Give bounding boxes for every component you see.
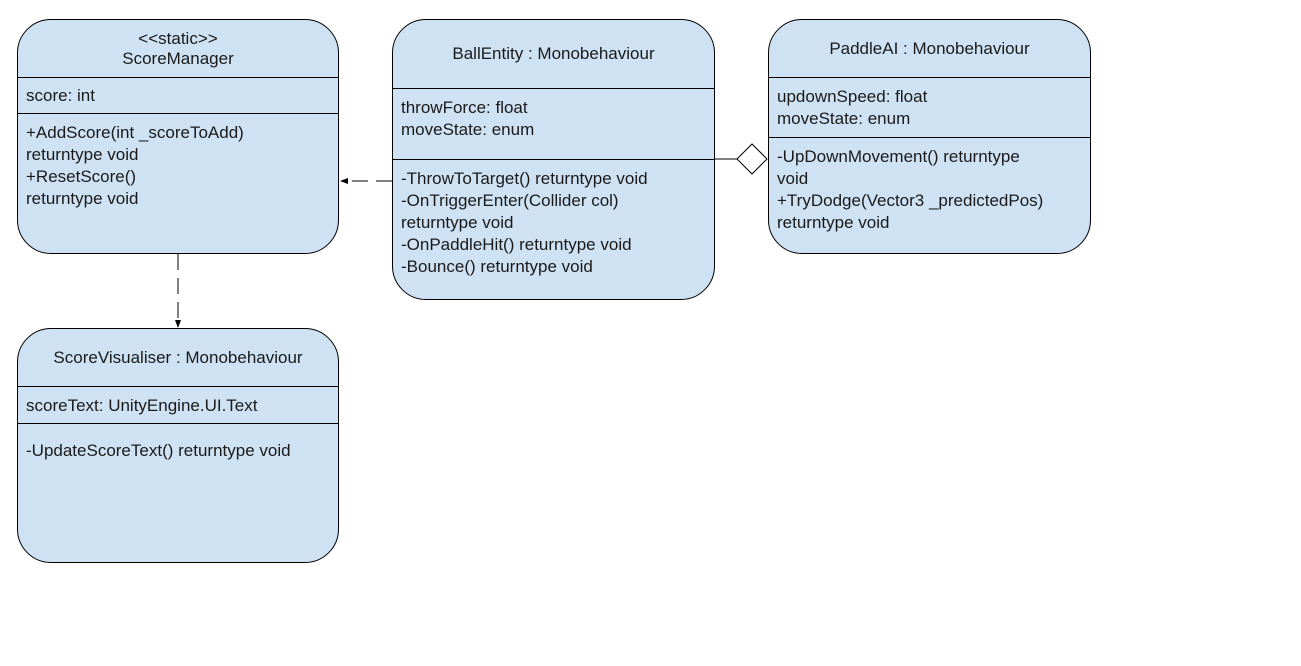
class-score-visualiser[interactable]: ScoreVisualiser : Monobehaviour scoreTex… [17, 328, 339, 563]
operation: -OnTriggerEnter(Collider col) [401, 191, 619, 210]
operation: void [777, 169, 809, 188]
class-operations: -UpDownMovement() returntype void +TryDo… [769, 138, 1090, 234]
class-paddle-ai[interactable]: PaddleAI : Monobehaviour updownSpeed: fl… [768, 19, 1091, 254]
operation: returntype void [401, 213, 514, 232]
class-attributes: score: int [18, 78, 338, 114]
class-name: ScoreVisualiser : Monobehaviour [53, 347, 303, 367]
class-name: BallEntity : Monobehaviour [452, 44, 655, 63]
attribute: throwForce: float [401, 98, 528, 117]
class-operations: -UpdateScoreText() returntype void [18, 424, 338, 462]
class-name: PaddleAI : Monobehaviour [829, 38, 1030, 58]
operation: -OnPaddleHit() returntype void [401, 235, 632, 254]
operation: -ThrowToTarget() returntype void [401, 169, 648, 188]
class-ball-entity[interactable]: BallEntity : Monobehaviour throwForce: f… [392, 19, 715, 300]
operation: returntype void [26, 145, 139, 164]
class-operations: -ThrowToTarget() returntype void -OnTrig… [393, 160, 714, 278]
class-header: ScoreVisualiser : Monobehaviour [18, 329, 338, 387]
class-attributes: scoreText: UnityEngine.UI.Text [18, 387, 338, 424]
class-attributes: updownSpeed: float moveState: enum [769, 78, 1090, 138]
class-score-manager[interactable]: <<static>> ScoreManager score: int +AddS… [17, 19, 339, 254]
dependency-arrowhead-left [340, 178, 348, 184]
class-attributes: throwForce: float moveState: enum [393, 89, 714, 160]
attribute: score: int [26, 86, 95, 105]
attribute: moveState: enum [777, 109, 911, 128]
aggregation-diamond [736, 143, 768, 175]
class-header: <<static>> ScoreManager [18, 20, 338, 78]
class-operations: +AddScore(int _scoreToAdd) returntype vo… [18, 114, 338, 210]
operation: -UpdateScoreText() returntype void [26, 441, 291, 460]
class-stereotype: <<static>> [138, 28, 218, 48]
operation: +TryDodge(Vector3 _predictedPos) [777, 191, 1044, 210]
operation: +ResetScore() [26, 167, 137, 186]
class-name: ScoreManager [122, 48, 234, 68]
operation: returntype void [26, 189, 139, 208]
operation: -UpDownMovement() returntype [777, 147, 1020, 166]
attribute: scoreText: UnityEngine.UI.Text [26, 396, 258, 415]
class-header: PaddleAI : Monobehaviour [769, 20, 1090, 78]
attribute: moveState: enum [401, 120, 535, 139]
class-header: BallEntity : Monobehaviour [393, 20, 714, 89]
dependency-arrowhead-down [175, 320, 181, 328]
operation: -Bounce() returntype void [401, 257, 593, 276]
operation: +AddScore(int _scoreToAdd) [26, 123, 244, 142]
operation: returntype void [777, 213, 890, 232]
attribute: updownSpeed: float [777, 87, 928, 106]
